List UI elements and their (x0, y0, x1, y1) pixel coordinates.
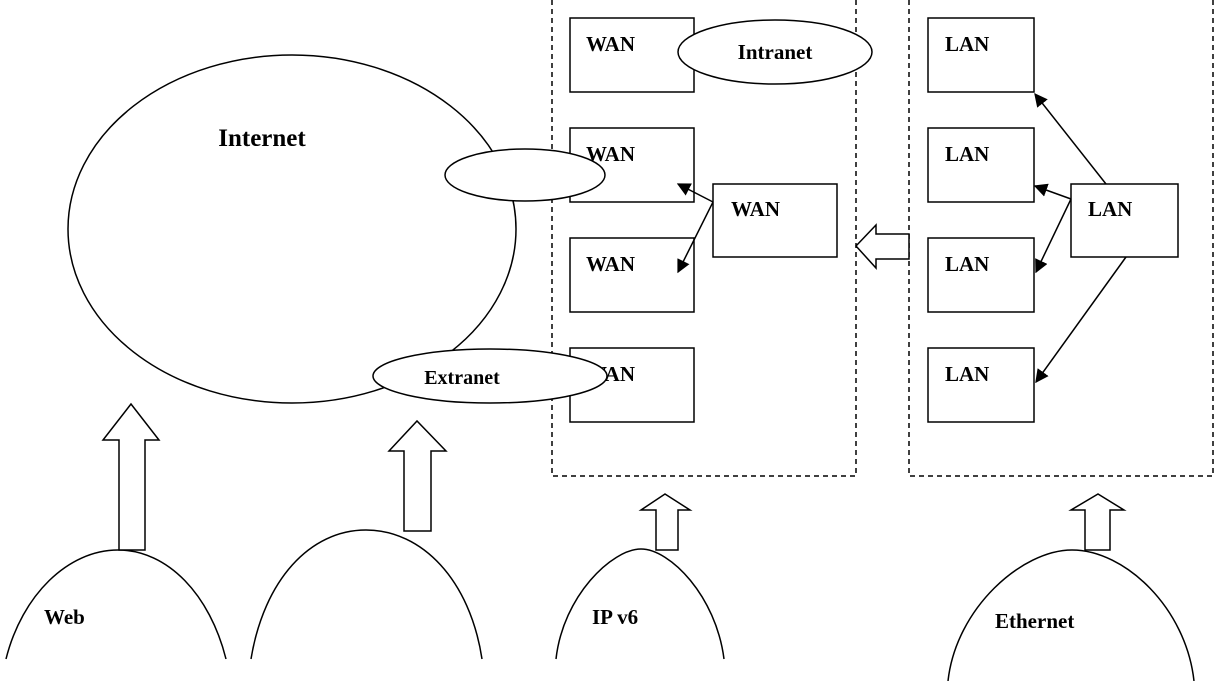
web-label: Web (44, 605, 85, 629)
ipv6-hill (555, 548, 725, 660)
blank-up-arrow (387, 419, 448, 532)
ethernet-hill (947, 549, 1195, 682)
intranet-label: Intranet (738, 40, 813, 64)
web-up-arrow (101, 402, 161, 551)
ethernet-up-arrow (1068, 493, 1127, 551)
ipv6-up-arrow (638, 493, 693, 551)
blank-hill (250, 529, 483, 660)
wan-hub-label: WAN (731, 197, 780, 221)
lan-box-3 (927, 237, 1035, 313)
lan-arrow-2 (1033, 183, 1072, 200)
lan-arrow-4 (1035, 256, 1127, 384)
wan-box-1-label: WAN (586, 32, 635, 56)
wan-group-frame (551, 0, 857, 477)
internet-ellipse (67, 54, 517, 404)
lan-arrow-3 (1035, 198, 1072, 274)
wan-arrow-up (676, 183, 714, 203)
intranet-ellipse (677, 19, 873, 85)
ipv6-label: IP v6 (592, 605, 638, 629)
lan-box-1-label: LAN (945, 32, 989, 56)
lan-to-wan-block-arrow (854, 223, 910, 270)
wan-box-1 (569, 17, 695, 93)
internet-label: Internet (218, 125, 306, 152)
gateway-ellipse (444, 148, 606, 202)
lan-hub-label: LAN (1088, 197, 1132, 221)
extranet-ellipse (372, 348, 608, 404)
wan-hub-box (712, 183, 838, 258)
lan-box-4-label: LAN (945, 362, 989, 386)
wan-box-3 (569, 237, 695, 313)
lan-arrow-1 (1034, 92, 1107, 185)
lan-box-4 (927, 347, 1035, 423)
wan-box-3-label: WAN (586, 252, 635, 276)
lan-hub-box (1070, 183, 1179, 258)
lan-box-2-label: LAN (945, 142, 989, 166)
lan-box-3-label: LAN (945, 252, 989, 276)
lan-box-2 (927, 127, 1035, 203)
ethernet-label: Ethernet (995, 609, 1074, 633)
web-hill (5, 549, 227, 660)
wan-arrow-down (677, 201, 714, 274)
extranet-label: Extranet (424, 367, 500, 389)
lan-box-1 (927, 17, 1035, 93)
